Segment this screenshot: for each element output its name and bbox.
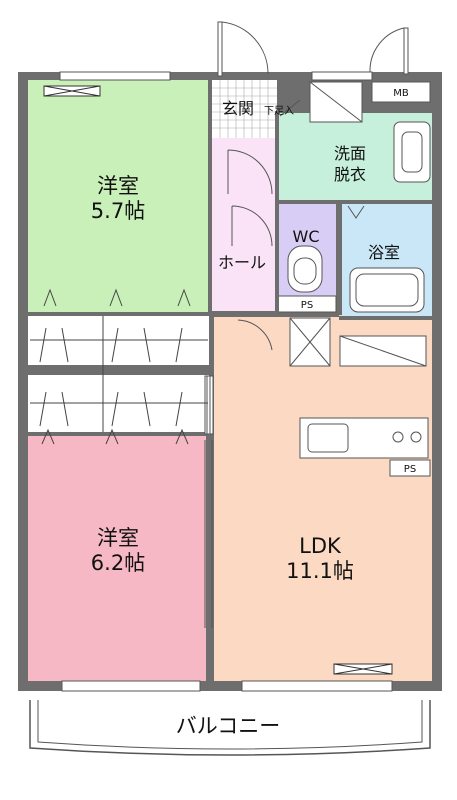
wc-name: WC [293,227,320,246]
washroom-name-2: 脱衣 [334,165,366,184]
windows [59,71,393,692]
entrance-note: 下足入 [264,105,294,117]
western-room-1-name: 洋室 [97,174,139,198]
balcony-label: バルコニー [176,714,281,738]
entrance-door [217,21,409,77]
western-room-1-size: 5.7帖 [91,199,145,223]
entrance-tiles [212,80,277,138]
hall-area [212,138,275,311]
ldk-name: LDK [299,534,342,558]
entrance-area [212,80,277,138]
washroom-fixtures [309,81,431,183]
mb-box [371,81,431,103]
ldk-room [214,315,432,681]
window-markers [43,85,393,675]
door-swings [227,99,365,351]
partitions [28,78,432,681]
hall-name: ホール [218,253,266,272]
western-room-2 [28,436,206,681]
bathtub [349,267,425,313]
entrance-name: 玄関 [222,99,254,118]
ps-wc-label: PS [301,300,313,311]
balcony [29,700,431,756]
western-room-2-name: 洋室 [97,526,139,550]
toilet [287,245,323,293]
ps-kitchen-label: PS [404,464,416,475]
bathroom-name: 浴室 [368,243,400,262]
western-room-2-size: 6.2帖 [91,551,145,575]
closet-doors [30,288,208,445]
western-room-1 [28,80,209,313]
mb-label: MB [393,88,409,99]
washroom-name-1: 洗面 [334,144,366,163]
closet-row-upper [28,313,209,365]
closet-row-lower [28,375,209,433]
ldk-size: 11.1帖 [286,559,354,583]
sliding-partition [204,375,214,628]
kitchen-fixtures [289,317,431,477]
